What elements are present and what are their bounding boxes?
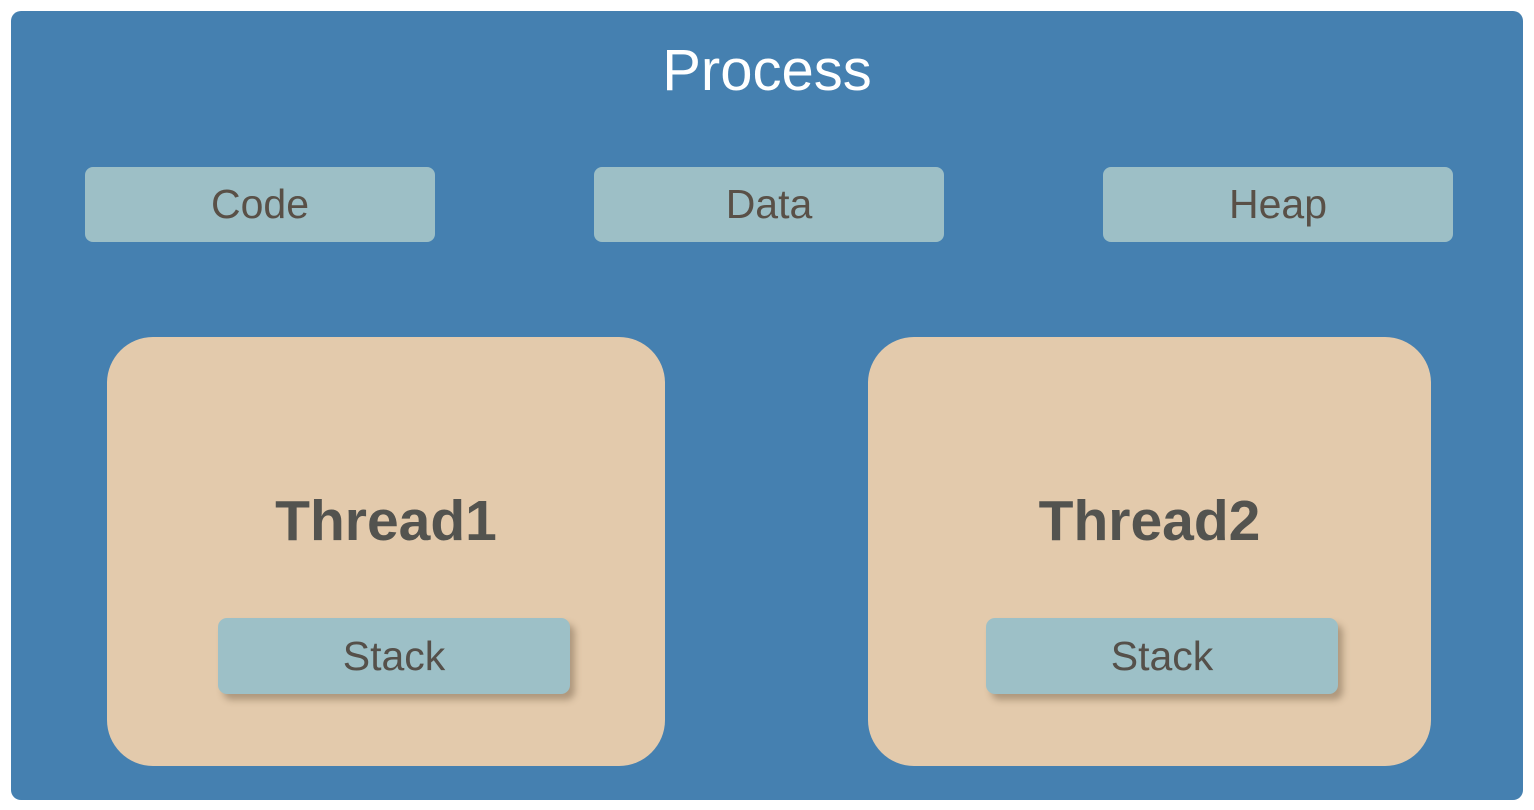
thread-box-2[interactable]: Thread2 Stack (868, 337, 1431, 766)
segment-box-heap[interactable]: Heap (1103, 167, 1453, 242)
segment-box-data[interactable]: Data (594, 167, 944, 242)
segment-label-heap: Heap (1228, 181, 1327, 227)
stack-box-thread-1[interactable]: Stack (218, 618, 570, 694)
segment-box-code[interactable]: Code (85, 167, 435, 242)
segment-label-data: Data (725, 181, 813, 227)
thread-box-1[interactable]: Thread1 Stack (107, 337, 665, 766)
stack-box-thread-2[interactable]: Stack (986, 618, 1338, 694)
process-container: Process Code Data Heap Thread1 Stack Thr… (11, 11, 1523, 800)
thread-row: Thread1 Stack Thread2 Stack (11, 337, 1523, 766)
memory-segment-row: Code Data Heap (11, 167, 1523, 242)
thread-title-2: Thread2 (1038, 489, 1261, 553)
thread-title-1: Thread1 (275, 489, 497, 553)
stack-label-thread-2: Stack (1110, 632, 1214, 679)
process-title: Process (662, 38, 872, 103)
stack-label-thread-1: Stack (342, 632, 446, 679)
segment-label-code: Code (210, 181, 309, 227)
